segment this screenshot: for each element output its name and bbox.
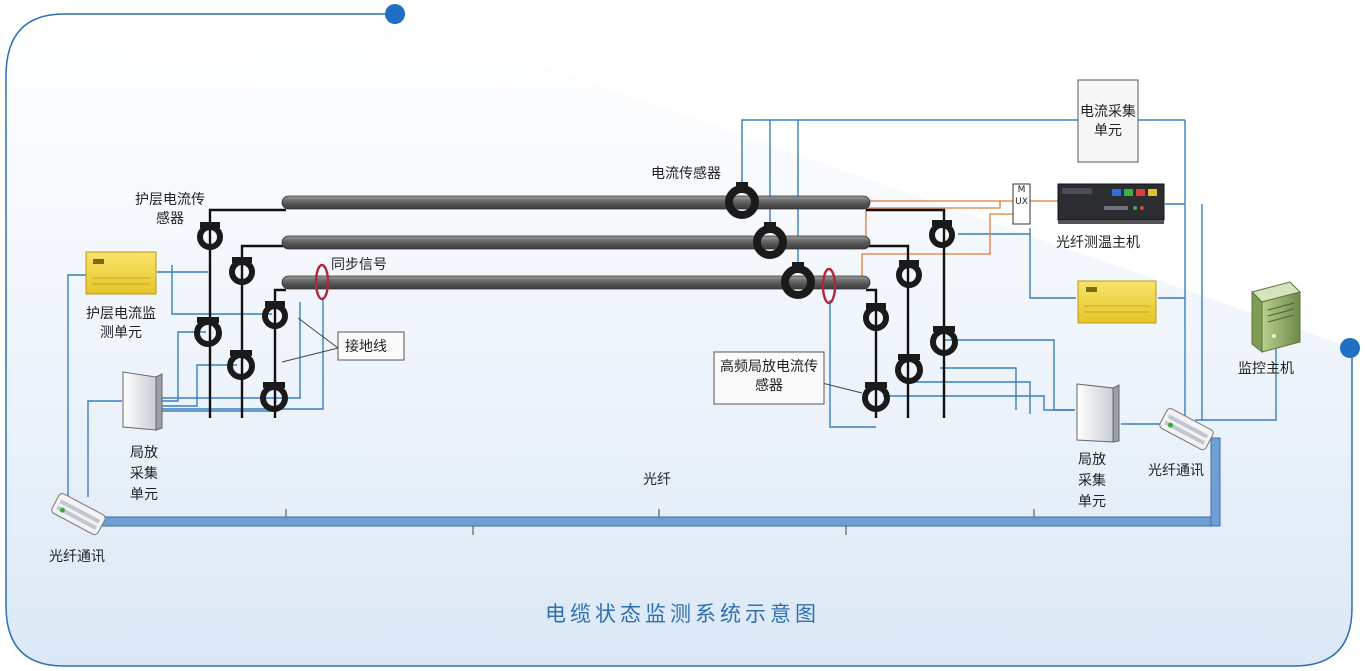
label-current-unit: 电流采集单元 bbox=[1080, 104, 1136, 139]
sheath-monitor-unit-right bbox=[1077, 280, 1157, 324]
cable-phase-c bbox=[281, 275, 871, 290]
current-sensor-rings bbox=[725, 182, 815, 299]
label-dts-host: 光纤测温主机 bbox=[1056, 235, 1140, 251]
hf-sensor-box bbox=[713, 351, 825, 405]
pd-unit-right-box bbox=[1076, 383, 1120, 443]
diagram-title: 电缆状态监测系统示意图 bbox=[545, 602, 820, 626]
label-ground-wire: 接地线 bbox=[345, 339, 387, 355]
sync-coil-left bbox=[314, 263, 330, 301]
sheath-sensor-caps-right bbox=[865, 220, 955, 388]
frame bbox=[5, 4, 1360, 667]
fiber-comm-left-device bbox=[51, 493, 106, 536]
pd-unit-left-box bbox=[122, 371, 163, 431]
dts-host-device bbox=[1057, 183, 1165, 224]
label-monitor-host: 监控主机 bbox=[1238, 361, 1294, 377]
label-pd-unit-right: 局放采集单元 bbox=[1078, 452, 1106, 510]
label-fiber-comm-right: 光纤通讯 bbox=[1148, 463, 1204, 479]
sheath-monitor-unit-left bbox=[85, 251, 157, 295]
frame-dot-top bbox=[385, 4, 405, 24]
sheath-sensor-caps-left bbox=[197, 222, 285, 388]
label-sheath-monitor-unit: 护层电流监测单元 bbox=[86, 306, 156, 341]
label-current-sensor: 电流传感器 bbox=[651, 166, 721, 182]
current-unit-box bbox=[1077, 79, 1139, 163]
label-sheath-current-sensor: 护层电流传感器 bbox=[135, 192, 205, 227]
label-fiber: 光纤 bbox=[643, 472, 671, 488]
label-mux: MUX bbox=[1015, 185, 1028, 207]
frame-dot-right bbox=[1340, 338, 1360, 358]
cable-phase-a bbox=[281, 195, 871, 210]
ground-wire-box bbox=[337, 331, 405, 361]
monitor-host-device bbox=[1251, 281, 1301, 354]
cables bbox=[281, 195, 871, 290]
label-pd-unit-left: 局放采集单元 bbox=[130, 445, 158, 503]
mux-box bbox=[1012, 183, 1031, 225]
fiber-comm-right-device bbox=[1159, 408, 1214, 451]
label-sync-signal: 同步信号 bbox=[331, 257, 387, 273]
label-fiber-comm-left: 光纤通讯 bbox=[49, 549, 105, 565]
ground-wires bbox=[208, 208, 946, 418]
sync-coil-right bbox=[821, 267, 837, 305]
label-hf-pd-sensor: 高频局放电流传感器 bbox=[720, 359, 818, 394]
cable-phase-b bbox=[281, 235, 871, 250]
mux-wiring bbox=[861, 200, 1060, 280]
